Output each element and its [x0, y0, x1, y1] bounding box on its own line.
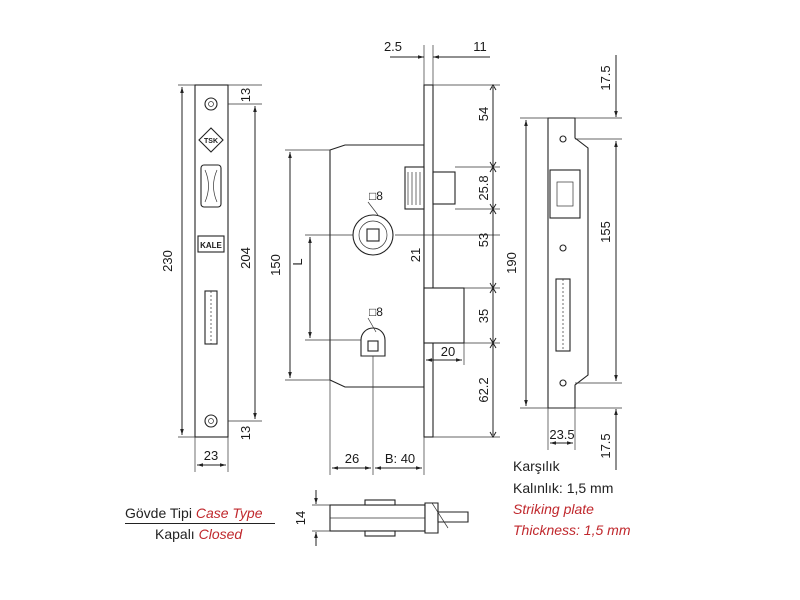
cover-offset-dim: 2.5 [384, 39, 402, 54]
tsk-logo-text: TSK [204, 138, 218, 145]
strike-top-dim: 17.5 [598, 65, 613, 90]
latch-from-top-dim: 54 [476, 107, 491, 121]
latch [404, 166, 456, 210]
key-square-dim: □8 [369, 305, 383, 319]
faceplate-thickness-dim: 11 [473, 39, 487, 54]
kale-logo-text: KALE [200, 241, 222, 250]
cross-section-view: 14 [293, 490, 469, 546]
strike-bottom-dim: 17.5 [598, 433, 613, 458]
tsk-logo: TSK [198, 127, 224, 153]
strike-inner-dim: 155 [598, 221, 613, 243]
body-height-dim: 150 [268, 254, 283, 276]
center-distance-dim: 21 [408, 248, 423, 262]
faceplate-front-view: TSK KALE 230 204 13 13 23 [160, 84, 262, 472]
top-offset-dim: 13 [238, 88, 253, 102]
caption-divider [125, 523, 275, 524]
spindle-hub: □8 [352, 189, 394, 256]
hole-pitch-dim: 204 [238, 247, 253, 269]
striking-plate-caption: Striking plate [513, 501, 594, 517]
closed-en: Closed [198, 526, 243, 542]
faceplate-height-dim: 230 [160, 250, 175, 272]
closed-caption: Kapalı Closed [155, 526, 242, 542]
bottom-offset-dim: 13 [238, 426, 253, 440]
strike-width-dim: 23.5 [549, 427, 574, 442]
lock-body-side-view: □8 □8 150 L 21 2.5 11 [268, 39, 500, 475]
striking-plate-view: 190 155 17.5 17.5 23.5 [504, 55, 622, 470]
handle-to-key-dim: 53 [476, 233, 491, 247]
bolt-throw-dim: 20 [441, 344, 455, 359]
body-depth-dim: 26 [345, 451, 359, 466]
section-thickness-dim: 14 [293, 511, 308, 525]
faceplate-width-dim: 23 [204, 448, 218, 463]
latch-strike-opening [549, 169, 581, 219]
bottom-to-key-dim: 62.2 [476, 377, 491, 402]
counterpart-caption: Karşılık [513, 458, 560, 474]
strike-hole-middle [559, 244, 567, 252]
key-hub: □8 [360, 305, 386, 357]
bolt-height-dim: 35 [476, 309, 491, 323]
body-type-en: Case Type [195, 505, 263, 521]
strike-hole-top [559, 135, 567, 143]
screw-hole-bottom [204, 414, 218, 428]
kale-logo: KALE [197, 235, 225, 253]
thickness-en-caption: Thickness: 1,5 mm [513, 522, 631, 538]
latch-height-dim: 25.8 [476, 175, 491, 200]
thickness-tr-caption: Kalınlık: 1,5 mm [513, 480, 614, 496]
latch-opening [200, 164, 222, 208]
body-type-caption: Gövde Tipi Case Type [125, 505, 263, 521]
closed-tr: Kapalı [155, 526, 195, 542]
screw-hole-top [204, 97, 218, 111]
strike-height-dim: 190 [504, 252, 519, 274]
deadbolt [423, 287, 465, 344]
body-type-tr: Gövde Tipi [125, 505, 192, 521]
backset-dim: B: 40 [385, 451, 415, 466]
strike-hole-bottom [559, 379, 567, 387]
handle-square-dim: □8 [369, 189, 383, 203]
spindle-distance-label: L [290, 258, 305, 265]
